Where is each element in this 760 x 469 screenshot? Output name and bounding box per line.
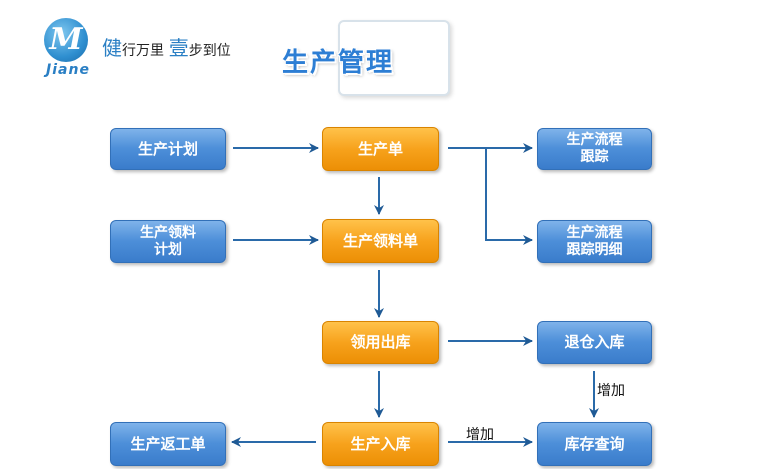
node-material-issue[interactable]: 领用出库 <box>322 321 439 364</box>
logo-text: Jiane <box>46 62 90 78</box>
slogan-char-2: 壹 <box>168 36 189 60</box>
node-material-request-plan[interactable]: 生产领料 计划 <box>110 220 226 263</box>
node-return-to-warehouse[interactable]: 退仓入库 <box>537 321 652 364</box>
node-production-receipt[interactable]: 生产入库 <box>322 422 439 466</box>
node-material-request-order[interactable]: 生产领料单 <box>322 219 439 263</box>
logo: M Jiane <box>38 18 98 78</box>
node-production-plan[interactable]: 生产计划 <box>110 128 226 170</box>
arrow-to-tracking-detail <box>485 148 533 245</box>
slogan-char-1: 健 <box>102 36 122 60</box>
node-process-tracking-detail[interactable]: 生产流程 跟踪明细 <box>537 220 652 263</box>
edge-label-return-increase: 增加 <box>597 383 625 399</box>
logo-glyph: M <box>49 22 83 57</box>
logo-emblem <box>44 18 88 62</box>
node-production-return-order[interactable]: 生产返工单 <box>110 422 226 466</box>
title-card <box>338 20 450 96</box>
node-process-tracking[interactable]: 生产流程 跟踪 <box>537 128 652 170</box>
slogan-text-1: 行万里 <box>122 43 164 59</box>
slogan-text-2: 步到位 <box>188 43 231 59</box>
page-title: 生产管理 <box>282 48 395 78</box>
slogan: 健行万里 壹步到位 <box>102 32 231 61</box>
node-production-order[interactable]: 生产单 <box>322 127 439 171</box>
node-inventory-query[interactable]: 库存查询 <box>537 422 652 466</box>
edge-label-receipt-increase: 增加 <box>466 427 494 443</box>
